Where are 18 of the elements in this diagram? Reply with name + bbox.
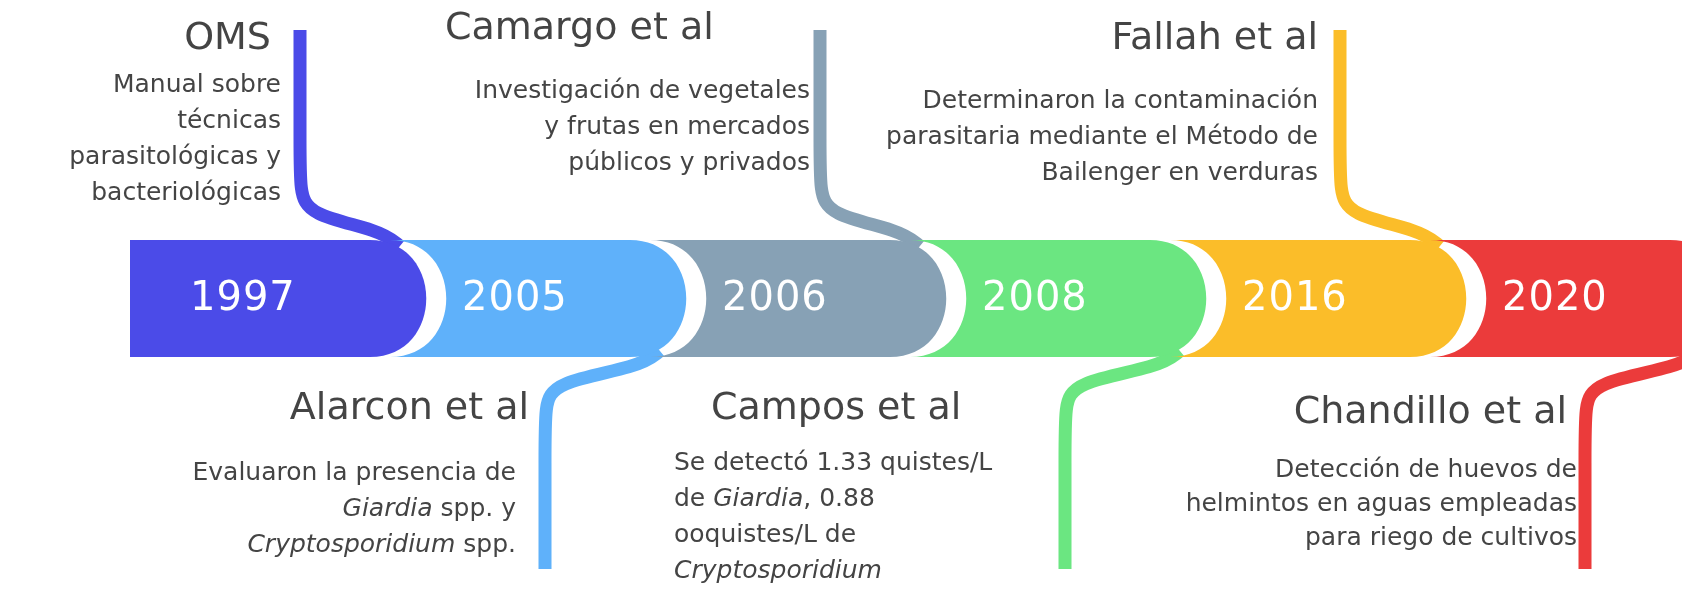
author-heading: OMS: [184, 14, 271, 58]
year-label: 2008: [982, 272, 1088, 319]
author-heading: Campos et al: [711, 384, 962, 428]
author-heading: Fallah et al: [1111, 14, 1318, 58]
description-text: Determinaron la contaminación parasitaria mediante el Método de Bailenger en verduras: [885, 84, 1318, 188]
description-text: Se detectó 1.33 quistes/L de Giardia, 0.88 ooquistes/L de Cryptosporidium: [674, 446, 994, 586]
description-text: Investigación de vegetales y frutas en mercados públicos y privados: [473, 74, 810, 178]
description-text: Manual sobre técnicas parasitológicas y bacteriológicas: [68, 68, 281, 208]
year-label: 2006: [722, 272, 828, 319]
year-label: 2016: [1242, 272, 1348, 319]
year-label: 2020: [1502, 272, 1608, 319]
year-label: 1997: [190, 272, 296, 319]
description-text: Evaluaron la presencia de Giardia spp. y Cryptosporidium spp.: [191, 456, 516, 560]
author-heading: Camargo et al: [445, 4, 714, 48]
author-heading: Chandillo et al: [1293, 388, 1567, 432]
description-text: Detección de huevos de helmintos en aguas empleadas para riego de cultivos: [1184, 453, 1577, 553]
author-heading: Alarcon et al: [289, 384, 529, 428]
year-label: 2005: [462, 272, 568, 319]
